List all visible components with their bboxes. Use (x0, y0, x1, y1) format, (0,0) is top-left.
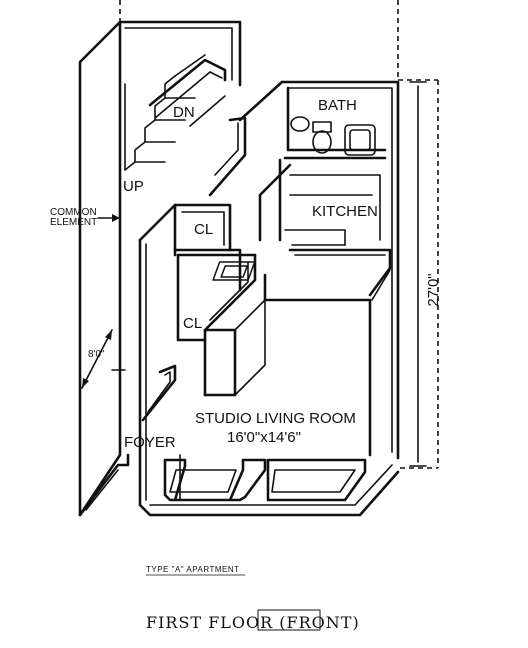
common-element-label-line2: ELEMENT (50, 217, 97, 228)
bathroom (208, 86, 387, 197)
bath-label: BATH (318, 97, 357, 114)
dn-label: DN (173, 104, 195, 121)
depth-dimension (409, 81, 427, 467)
handwritten-floor-title: FIRST FLOOR (FRONT) (146, 613, 360, 632)
foyer-label: FOYER (124, 434, 176, 451)
studio-dimensions-label: 16'0"x14'6" (227, 429, 301, 446)
studio-living-room-label: STUDIO LIVING ROOM (195, 410, 356, 427)
kitchen (258, 156, 387, 246)
closet-lower-label: CL (183, 315, 202, 332)
kitchen-label: KITCHEN (312, 203, 378, 220)
common-element-arrowhead (112, 214, 120, 222)
common-element-corridor (78, 20, 242, 517)
handwritten-box (257, 609, 321, 631)
closets (173, 203, 266, 397)
up-label: UP (123, 178, 144, 195)
apartment-type-caption: TYPE "A" APARTMENT (146, 565, 240, 574)
studio-living-room (212, 248, 392, 457)
apartment-outer-walls (138, 80, 400, 517)
width-dimension (81, 329, 126, 389)
closet-upper-label: CL (194, 221, 213, 238)
dashed-boundary (119, 0, 439, 469)
front-windows (163, 458, 367, 502)
width-dimension-label: 8'0" (88, 349, 105, 360)
depth-dimension-label: 27'0" (425, 273, 442, 306)
common-element-label-line1: COMMON (50, 207, 97, 218)
stairs (124, 54, 227, 171)
foyer (141, 364, 181, 501)
